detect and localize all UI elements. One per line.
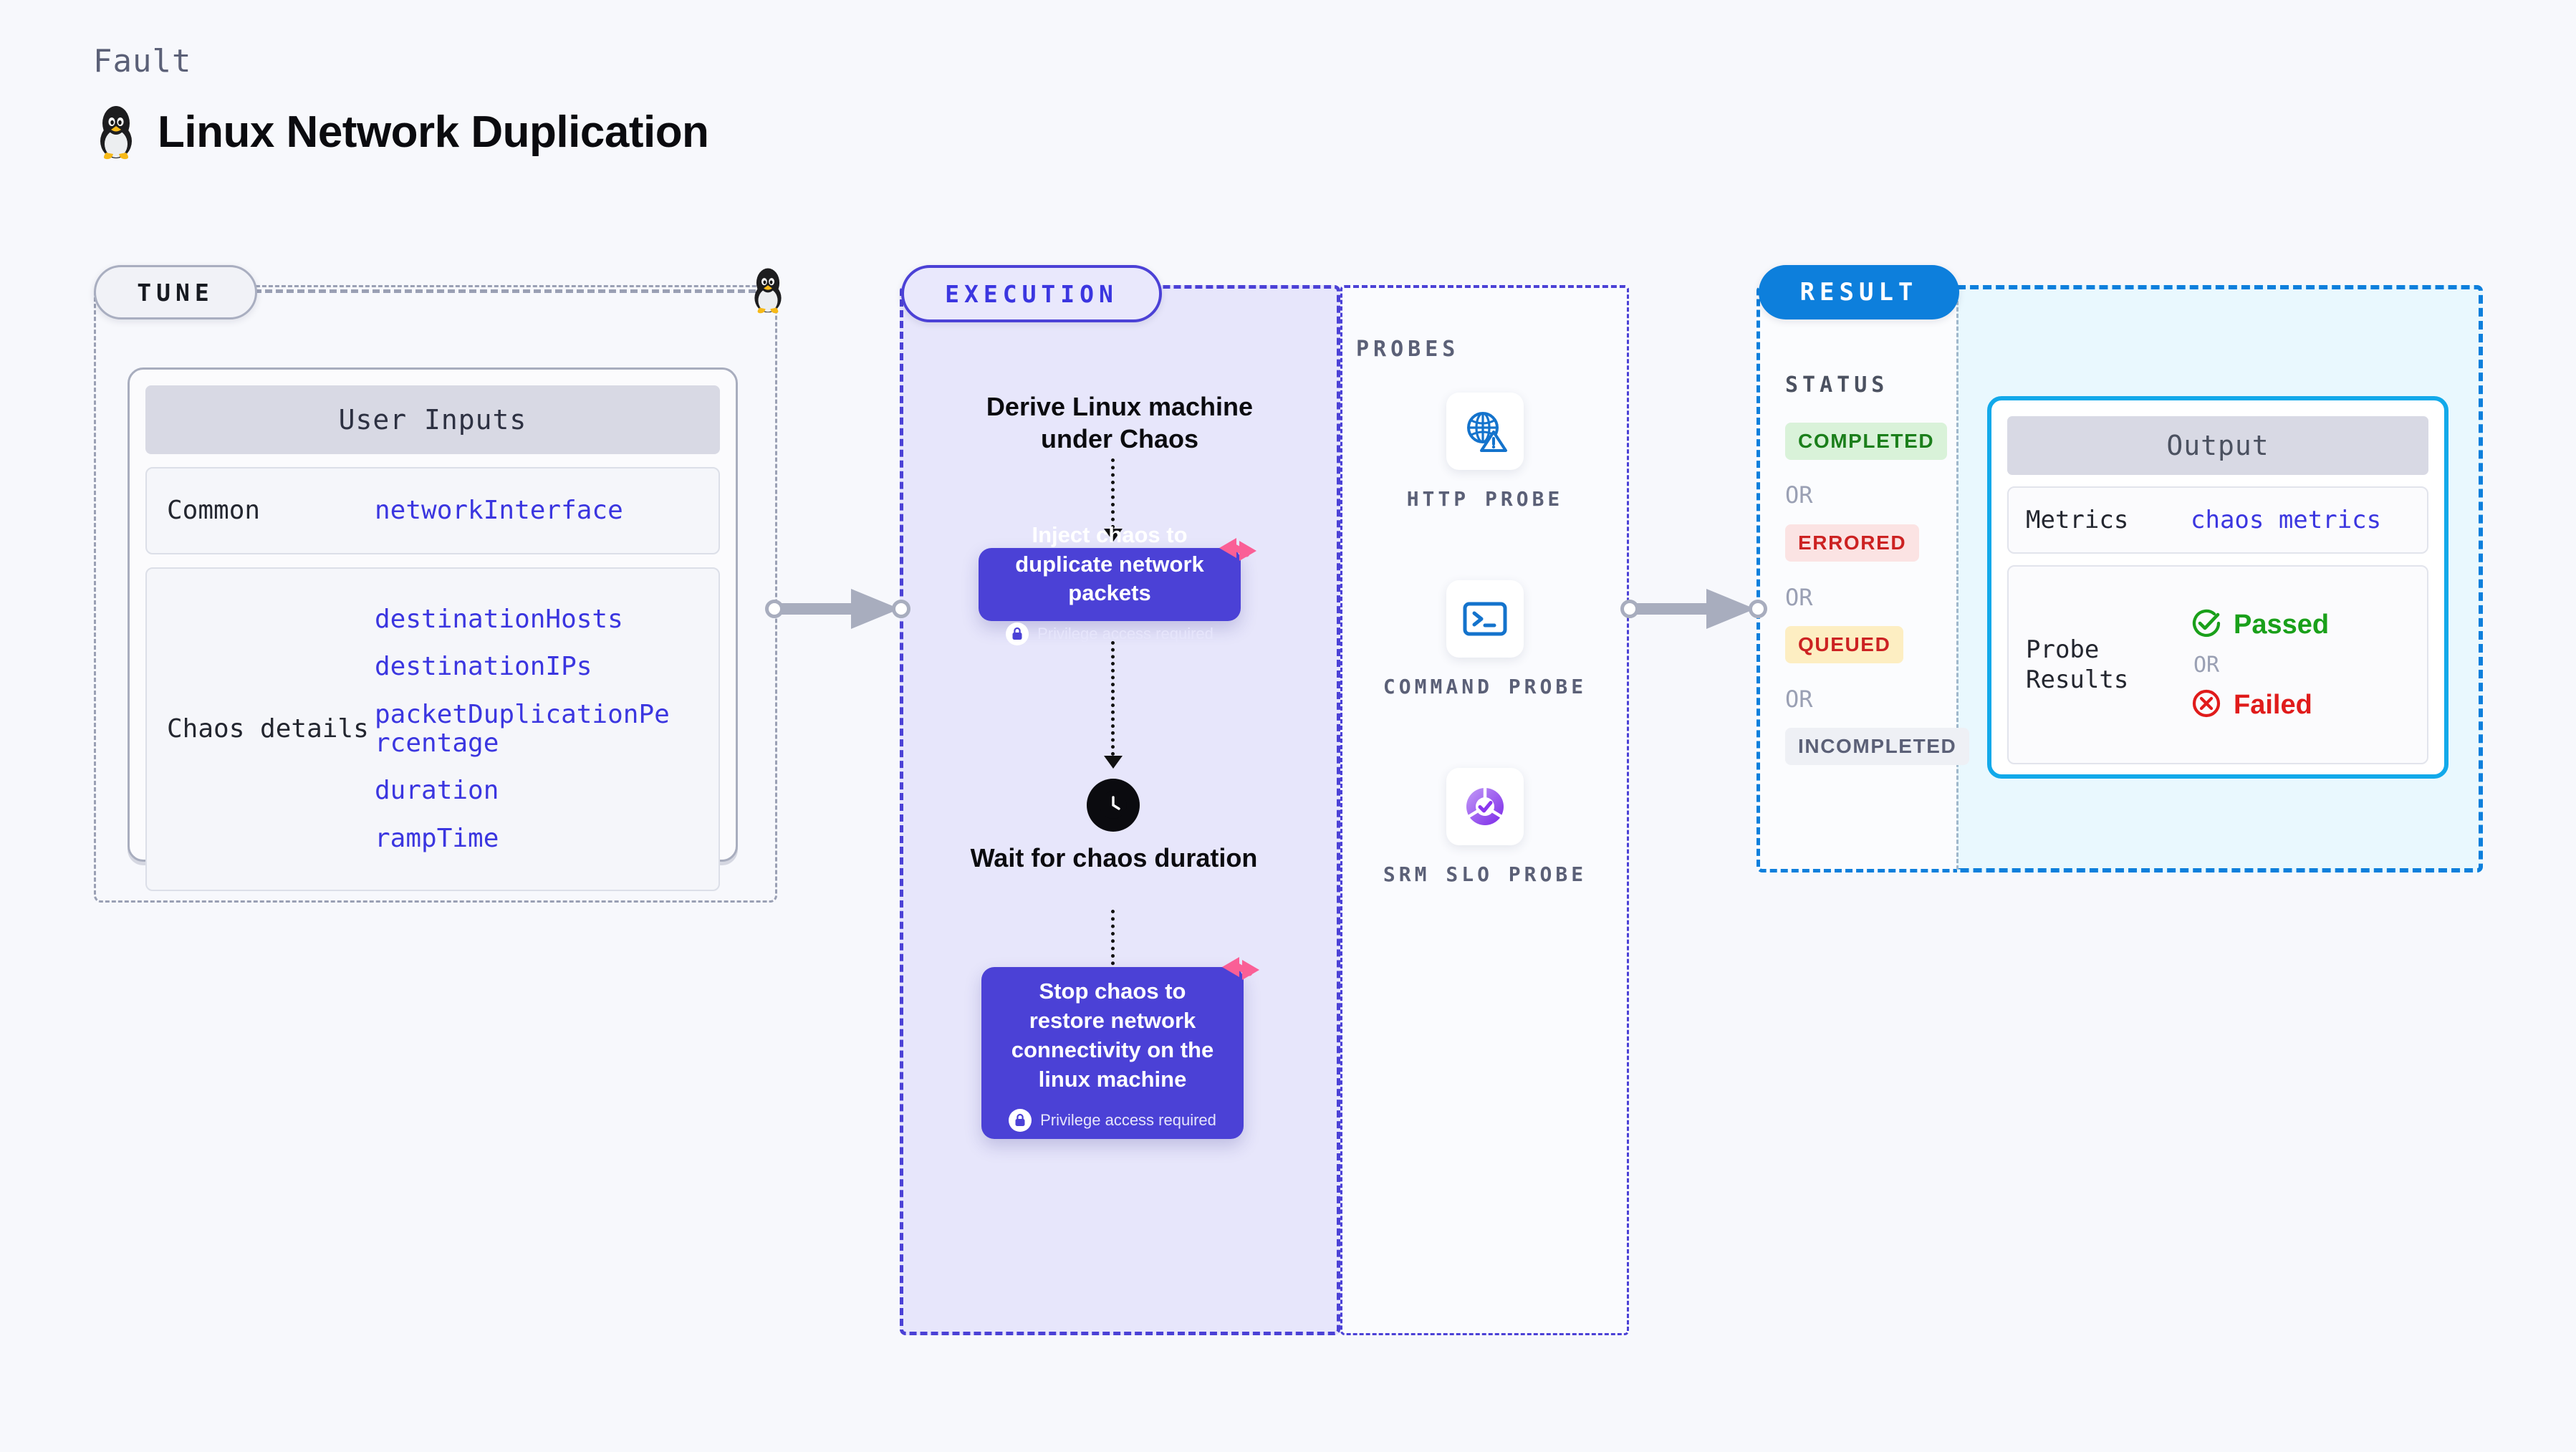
connector-node-right — [1749, 600, 1767, 618]
chaos-box-text: Stop chaos to restore network connectivi… — [1011, 979, 1214, 1092]
input-param[interactable]: rampTime — [375, 823, 499, 853]
status-badge-completed: COMPLETED — [1785, 423, 1948, 460]
probe-result-values: Passed OR Failed — [2191, 607, 2329, 723]
flow-step-inject-chaos[interactable]: Inject chaos to duplicate network packet… — [979, 522, 1256, 646]
lock-icon — [1009, 1108, 1032, 1132]
or-separator: OR — [1785, 686, 1813, 713]
or-separator: OR — [1785, 584, 1813, 611]
connector-execution-to-result — [1628, 587, 1764, 634]
probe-srm-slo[interactable]: SRM SLO PROBE — [1370, 768, 1600, 888]
probes-section-label: PROBES — [1356, 337, 1460, 362]
result-panel-divider — [1956, 288, 1959, 870]
privilege-badge-text: Privilege access required — [1040, 1110, 1216, 1129]
flow-step-stop-chaos[interactable]: Stop chaos to restore network connectivi… — [981, 957, 1259, 1139]
result-status-panel — [1756, 285, 1957, 872]
linux-tux-small-icon — [748, 266, 788, 317]
row-values: networkInterface — [375, 496, 623, 525]
page-header: Fault Linux Network Duplication — [93, 43, 709, 160]
flow-connector-2 — [1111, 641, 1115, 756]
output-row-key: Probe Results — [2026, 635, 2129, 695]
status-badge-queued: QUEUED — [1785, 626, 1904, 663]
user-inputs-title: User Inputs — [145, 385, 720, 454]
page-title-row: Linux Network Duplication — [93, 104, 709, 160]
litmus-logo-icon — [1218, 529, 1258, 573]
flow-connector-3 — [1111, 910, 1115, 980]
tune-panel — [94, 285, 777, 903]
flow-arrow-1 — [1104, 529, 1123, 542]
probe-label: HTTP PROBE — [1406, 487, 1564, 511]
or-separator: OR — [2193, 652, 2220, 678]
flow-arrow-2 — [1104, 756, 1123, 769]
privilege-badge: Privilege access required — [1006, 622, 1213, 646]
status-badge-incompleted: INCOMPLETED — [1785, 728, 1970, 765]
output-card-title: Output — [2007, 416, 2428, 475]
result-pill-label: RESULT — [1759, 265, 1959, 319]
or-separator: OR — [1785, 481, 1813, 509]
page-title: Linux Network Duplication — [158, 107, 709, 157]
output-row-key: Metrics — [2026, 505, 2129, 534]
status-badge-errored: ERRORED — [1785, 524, 1920, 562]
probe-result-passed: Passed — [2191, 607, 2329, 643]
connector-node-left — [765, 600, 784, 618]
globe-warning-icon — [1446, 393, 1524, 470]
table-row: Common networkInterface — [145, 467, 720, 554]
probe-http[interactable]: HTTP PROBE — [1370, 393, 1600, 513]
connector-node-left — [1620, 600, 1639, 618]
row-key: Common — [167, 495, 261, 525]
output-row-metrics: Metrics chaos metrics — [2007, 486, 2428, 554]
probe-failed-label: Failed — [2234, 689, 2312, 720]
input-param[interactable]: duration — [375, 776, 499, 806]
execution-pill-label: EXECUTION — [901, 265, 1162, 322]
linux-tux-icon — [93, 104, 139, 160]
x-circle-icon — [2191, 688, 2222, 723]
row-values: destinationHosts destinationIPs packetDu… — [375, 605, 676, 853]
eyebrow-label: Fault — [93, 43, 192, 80]
litmus-logo-icon — [1221, 948, 1261, 992]
chaos-box-text: Inject chaos to duplicate network packet… — [1015, 521, 1204, 606]
user-inputs-card: User Inputs Common networkInterface Chao… — [128, 367, 738, 891]
row-key: Chaos details — [167, 713, 369, 744]
table-row: Chaos details destinationHosts destinati… — [145, 567, 720, 891]
input-param[interactable]: destinationHosts — [375, 605, 623, 635]
probe-passed-label: Passed — [2234, 609, 2330, 640]
input-param[interactable]: destinationIPs — [375, 652, 592, 682]
probe-command[interactable]: COMMAND PROBE — [1370, 580, 1600, 701]
connector-node-right — [892, 600, 910, 618]
slo-check-icon — [1446, 768, 1524, 845]
terminal-icon — [1446, 580, 1524, 658]
status-section-label: STATUS — [1785, 372, 1889, 398]
flow-step-derive-title: Derive Linux machine under Chaos — [986, 392, 1254, 453]
privilege-badge-text: Privilege access required — [1037, 625, 1213, 643]
flow-step-wait-title: Wait for chaos duration — [970, 843, 1258, 872]
output-card: Output Metrics chaos metrics Probe Resul… — [1987, 396, 2448, 779]
privilege-badge: Privilege access required — [1009, 1108, 1216, 1132]
clock-icon — [1087, 779, 1140, 832]
tune-pill-label: TUNE — [94, 265, 257, 319]
lock-icon — [1006, 622, 1029, 646]
probe-label: COMMAND PROBE — [1383, 675, 1587, 698]
output-row-probe-results: Probe Results Passed OR — [2007, 565, 2428, 764]
connector-tune-to-execution — [772, 587, 908, 634]
flow-connector-1 — [1111, 458, 1115, 529]
input-param[interactable]: packetDuplicationPercentage — [375, 699, 670, 758]
probe-label: SRM SLO PROBE — [1383, 862, 1587, 886]
input-param[interactable]: networkInterface — [375, 495, 623, 525]
chaos-metrics-link[interactable]: chaos metrics — [2191, 506, 2382, 534]
tune-dashed-connector — [254, 289, 756, 293]
check-circle-icon — [2191, 607, 2222, 643]
probe-result-failed: Failed — [2191, 688, 2329, 723]
